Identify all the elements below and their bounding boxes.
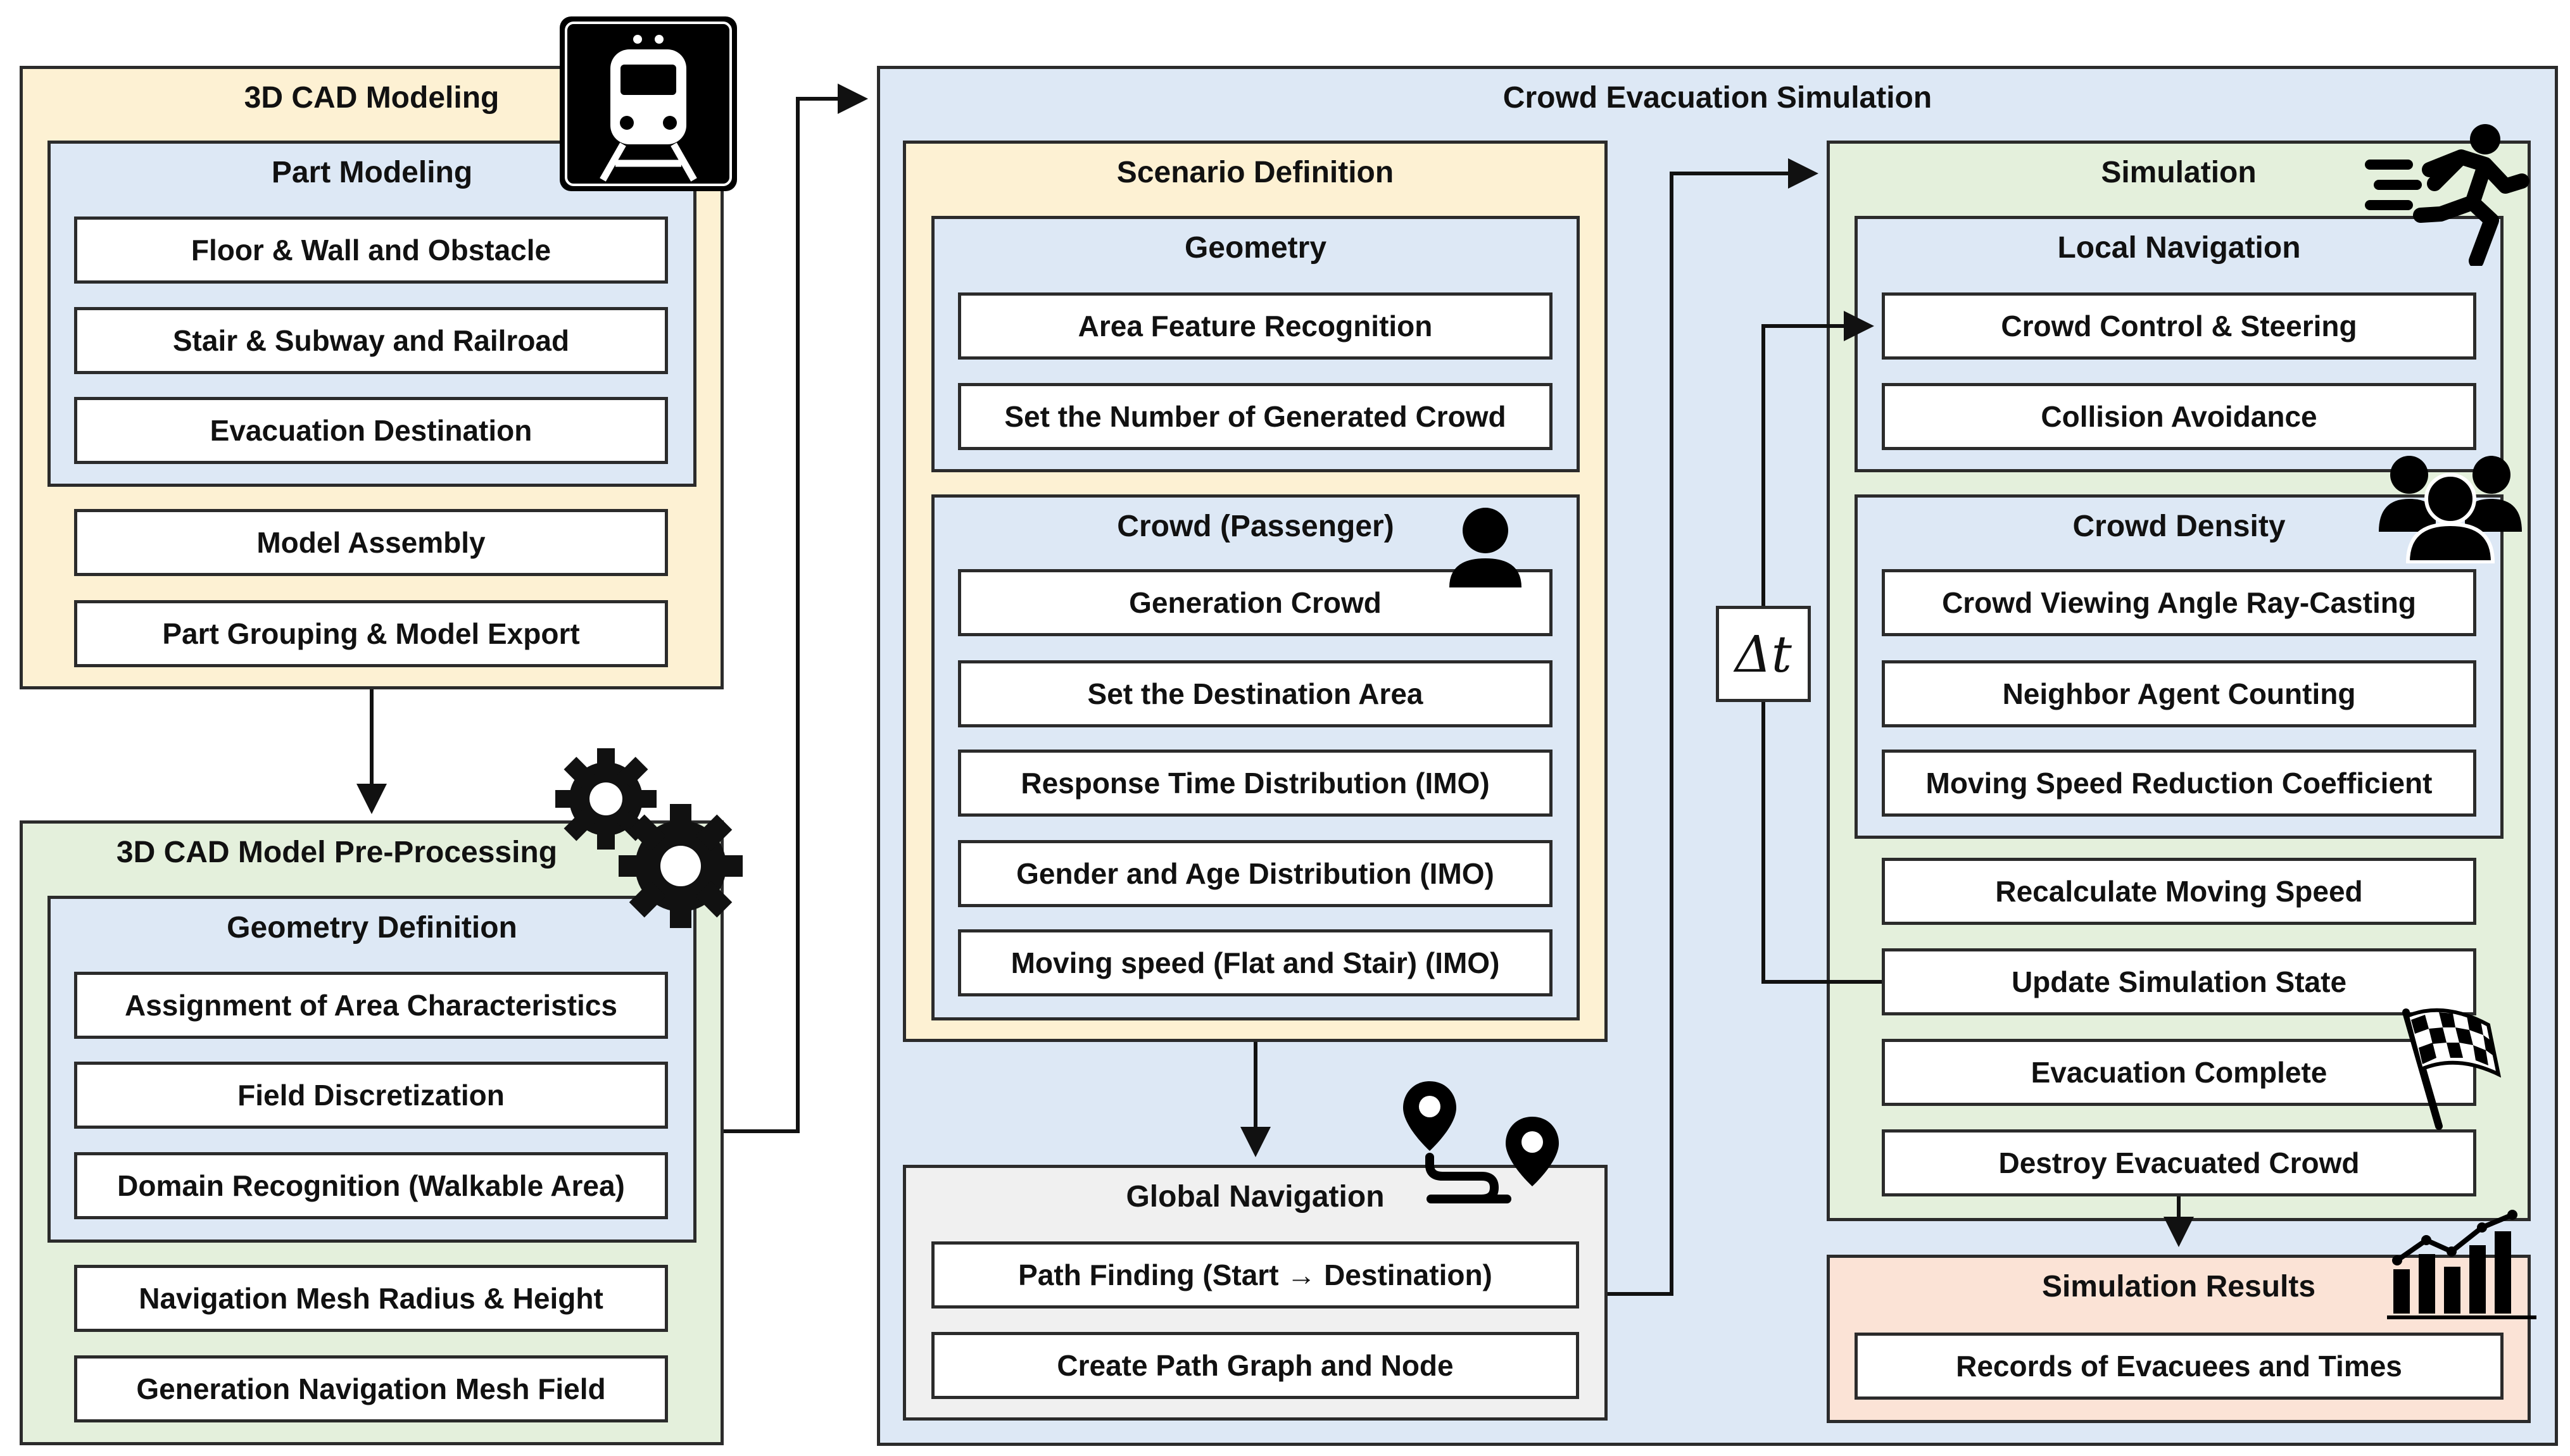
- part-grouping: Part Grouping & Model Export: [74, 600, 668, 667]
- local-nav-title: Local Navigation: [2057, 231, 2301, 265]
- checkered-flag-icon: [2402, 1008, 2501, 1130]
- nav-mesh-radius: Navigation Mesh Radius & Height: [74, 1265, 668, 1332]
- train-icon: [560, 16, 737, 191]
- global-nav-title: Global Navigation: [1126, 1180, 1385, 1214]
- global-nav-item-0: Path Finding (Start → Destination): [931, 1241, 1579, 1309]
- local-nav-item-1: Collision Avoidance: [1882, 383, 2476, 450]
- gen-nav-mesh: Generation Navigation Mesh Field: [74, 1355, 668, 1422]
- scenario-geometry-item-1: Set the Number of Generated Crowd: [958, 383, 1553, 450]
- sim-step-destroy: Destroy Evacuated Crowd: [1882, 1129, 2476, 1196]
- person-icon: [1449, 508, 1521, 587]
- preprocessing-title: 3D CAD Model Pre-Processing: [116, 836, 558, 869]
- delta-t-box: Δt: [1716, 606, 1811, 702]
- arrow-loop-delta-t: [1761, 326, 1882, 984]
- arrow-global-nav-to-simulation: [1608, 158, 1818, 1296]
- scenario-title: Scenario Definition: [1116, 156, 1394, 189]
- geometry-item-field: Field Discretization: [74, 1062, 668, 1129]
- results-item-0: Records of Evacuees and Times: [1855, 1333, 2504, 1400]
- crowd-item-1: Set the Destination Area: [958, 660, 1553, 727]
- crowd-item-4: Moving speed (Flat and Stair) (IMO): [958, 929, 1553, 996]
- group-icon: [2379, 456, 2522, 563]
- crowd-item-2: Response Time Distribution (IMO): [958, 750, 1553, 817]
- part-modeling-title: Part Modeling: [271, 156, 473, 189]
- cad-modeling-title: 3D CAD Modeling: [244, 81, 500, 115]
- geometry-item-domain: Domain Recognition (Walkable Area): [74, 1152, 668, 1219]
- arrow-preprocessing-to-sim: [724, 84, 868, 1133]
- bar-chart-icon: [2387, 1210, 2536, 1319]
- results-title: Simulation Results: [2041, 1270, 2316, 1303]
- crowd-sim-title: Crowd Evacuation Simulation: [1502, 81, 1932, 115]
- geometry-item-area: Assignment of Area Characteristics: [74, 972, 668, 1039]
- density-item-1: Neighbor Agent Counting: [1882, 660, 2476, 727]
- geometry-definition-title: Geometry Definition: [227, 911, 517, 945]
- scenario-geometry-title: Geometry: [1184, 231, 1327, 265]
- sim-step-recalculate: Recalculate Moving Speed: [1882, 858, 2476, 925]
- sim-step-complete: Evacuation Complete: [1882, 1039, 2476, 1106]
- simulation-title: Simulation: [2101, 156, 2257, 189]
- crowd-density-title: Crowd Density: [2072, 510, 2286, 543]
- gears-icon: [555, 748, 743, 928]
- global-nav-item-1: Create Path Graph and Node: [931, 1332, 1579, 1399]
- running-person-icon: [2365, 124, 2529, 266]
- sim-step-update: Update Simulation State: [1882, 948, 2476, 1015]
- density-item-0: Crowd Viewing Angle Ray-Casting: [1882, 569, 2476, 636]
- crowd-passenger-title: Crowd (Passenger): [1117, 510, 1394, 543]
- part-item-stair: Stair & Subway and Railroad: [74, 307, 668, 374]
- part-item-floor: Floor & Wall and Obstacle: [74, 217, 668, 284]
- local-nav-item-0: Crowd Control & Steering: [1882, 292, 2476, 360]
- density-item-2: Moving Speed Reduction Coefficient: [1882, 750, 2476, 817]
- part-item-destination: Evacuation Destination: [74, 397, 668, 464]
- scenario-geometry-item-0: Area Feature Recognition: [958, 292, 1553, 360]
- model-assembly: Model Assembly: [74, 509, 668, 576]
- crowd-item-3: Gender and Age Distribution (IMO): [958, 840, 1553, 907]
- route-pins-icon: [1403, 1081, 1559, 1203]
